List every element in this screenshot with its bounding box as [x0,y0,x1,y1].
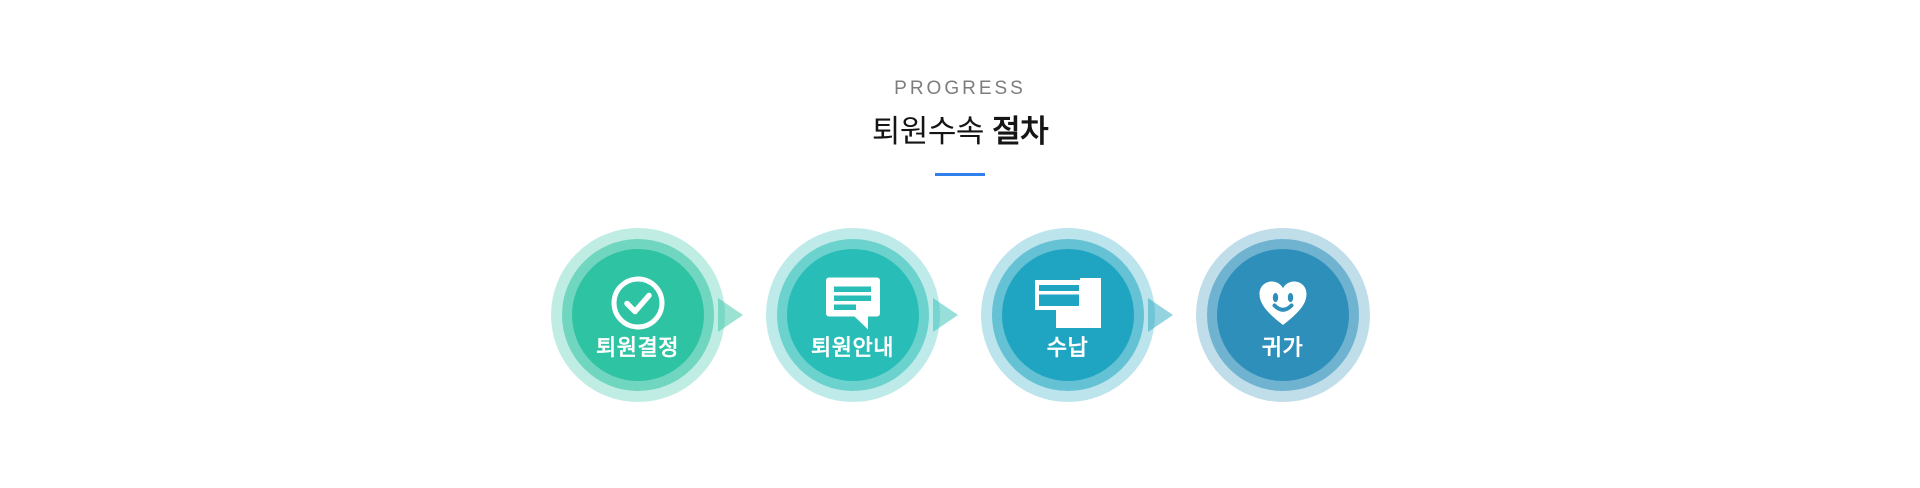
arrow-right-icon [932,298,958,332]
step-discharge-decision: 퇴원결정 [550,228,743,402]
speech-bubble-icon [825,277,881,330]
arrow-right-icon [1147,298,1173,332]
step-payment: 수납 [980,228,1173,402]
step-label: 수납 [1046,335,1089,360]
step-label: 퇴원안내 [811,335,894,360]
step-return-home: 귀가 [1195,228,1370,402]
heart-smile-icon [1258,280,1308,326]
title-regular: 퇴원수속 [871,114,985,149]
check-circle-icon [611,276,665,330]
step-circle: 퇴원결정 [571,249,704,381]
step-label: 퇴원결정 [596,335,679,360]
step-label: 귀가 [1261,335,1304,360]
step-circle: 퇴원안내 [786,249,919,381]
title-bold: 절차 [992,114,1049,149]
progress-eyebrow: PROGRESS [894,78,1026,99]
arrow-right-icon [717,298,743,332]
title-underline [935,173,985,176]
step-circle: 수납 [1001,249,1134,381]
page-title: 퇴원수속 절차 [0,114,1920,150]
step-discharge-guide: 퇴원안내 [765,228,958,402]
process-steps: 퇴원결정 퇴원안내 [0,228,1920,402]
payment-cards-icon [1034,278,1101,328]
section-header: PROGRESS 퇴원수속 절차 [0,0,1920,176]
step-circle: 귀가 [1216,249,1349,381]
